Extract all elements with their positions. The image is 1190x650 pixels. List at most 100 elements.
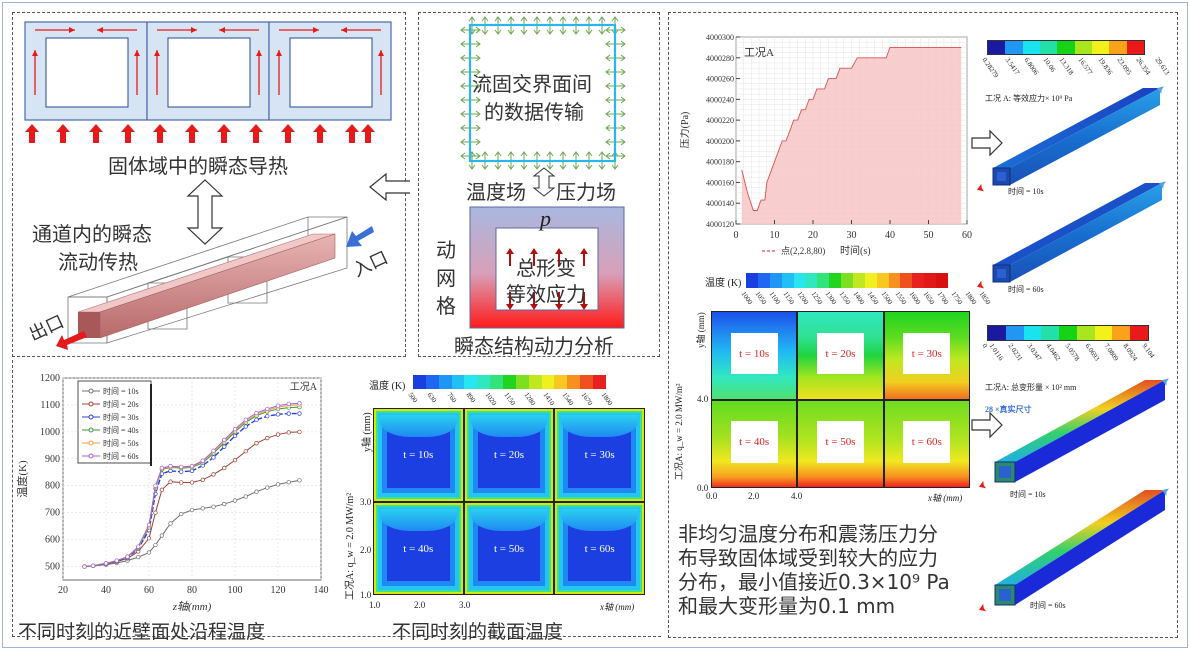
time-label: t = 10s	[730, 332, 778, 375]
cross-temp-cell: t = 50s	[463, 501, 555, 595]
colorbar-swatch	[490, 375, 504, 389]
time-label: t = 20s	[493, 449, 524, 462]
exchange-arrowhead-icon	[559, 151, 567, 157]
colorbar-swatch	[1022, 41, 1040, 54]
tube-temp-colorbar	[746, 273, 948, 288]
cross-temp-cell: t = 20s	[463, 408, 555, 502]
exchange-arrowhead-icon	[520, 16, 528, 22]
panel-fsi	[418, 12, 660, 357]
cross-temp-caption: 不同时刻的截面温度	[392, 621, 564, 643]
data-point	[222, 501, 227, 507]
structure-inner-box	[495, 227, 599, 311]
exchange-arrowhead-icon	[460, 68, 466, 76]
interface-box	[468, 23, 617, 163]
data-point	[189, 480, 195, 485]
tube-temp-cell: t = 60s	[883, 399, 970, 488]
tube-temp-xtick: 4.0	[791, 491, 803, 501]
data-point	[275, 412, 281, 417]
data-point	[265, 485, 270, 490]
data-point	[168, 463, 173, 469]
data-point	[200, 506, 205, 511]
legend-label: 时间 = 60s	[103, 451, 139, 461]
colorbar-swatch	[1057, 41, 1075, 54]
arrowhead-icon	[378, 50, 384, 56]
time-label: t = 20s	[816, 332, 865, 375]
exchange-arrowhead-icon	[481, 16, 489, 22]
legend-label: 时间 = 40s	[103, 425, 139, 435]
exchange-arrowhead-icon	[460, 96, 466, 104]
deform-beam-10s	[979, 378, 1178, 489]
exchange-arrowhead-icon	[507, 164, 515, 170]
data-point	[232, 427, 238, 432]
outlet-arrow-icon	[56, 331, 87, 350]
y-tick-label: 4000140	[706, 199, 734, 208]
heat-flux-arrow-icon	[313, 124, 327, 143]
y-tick-label: 1100	[40, 400, 60, 411]
tube-temp-scale-title: 温度 (K)	[705, 278, 742, 289]
cross-temp-cell: t = 10s	[373, 408, 464, 502]
pressure-symbol: p	[540, 206, 551, 231]
data-point	[297, 401, 302, 406]
colorbar-swatch	[528, 375, 542, 389]
data-point	[146, 550, 152, 555]
data-point	[211, 455, 216, 460]
conclusion-line: 和最大变形量为0.1 mm	[678, 594, 896, 618]
heat-flux-arrow-icon	[25, 124, 39, 143]
tube-temp-cell: t = 10s	[711, 311, 798, 400]
data-point	[265, 414, 270, 419]
structural-analysis-title: 瞬态结构动力分析	[454, 334, 614, 358]
colorbar-swatch	[580, 375, 594, 389]
conclusion-line: 分布，最小值接近0.3×10⁹ Pa	[678, 570, 950, 594]
tube-temp-cell: t = 30s	[883, 311, 970, 400]
cross-temp-ytick: 2.0	[360, 545, 372, 555]
time-label: t = 40s	[403, 542, 434, 555]
x-tick-label: 80	[187, 585, 197, 596]
heat-flux-arrow-icon	[281, 124, 295, 143]
data-point	[222, 465, 227, 471]
exchange-arrowhead-icon	[533, 29, 541, 35]
y-tick-label: 4000160	[706, 178, 734, 187]
exchange-arrowhead-icon	[620, 110, 626, 118]
data-point	[232, 498, 238, 503]
exchange-arrowhead-icon	[546, 164, 554, 170]
y-tick-label: 4000280	[706, 54, 734, 63]
x-tick-label: 60	[962, 230, 972, 241]
exchange-arrowhead-icon	[559, 29, 567, 35]
data-point	[159, 487, 165, 492]
exchange-arrowhead-icon	[605, 96, 611, 104]
exchange-arrowhead-icon	[475, 110, 481, 118]
pressure-area	[741, 47, 962, 225]
colorbar-swatch	[988, 41, 1006, 54]
colorbar-swatch	[1041, 326, 1060, 340]
data-point	[243, 424, 248, 429]
y-tick-label: 4000120	[706, 220, 734, 229]
exchange-arrowhead-icon	[572, 29, 580, 35]
beam-side-face	[1010, 183, 1162, 282]
arrowhead-icon	[256, 50, 262, 56]
exchange-arrowhead-icon	[460, 152, 466, 160]
data-point	[168, 468, 173, 474]
warm-region	[470, 508, 548, 531]
exchange-arrowhead-icon	[468, 16, 476, 22]
cross-section-strip	[24, 21, 392, 121]
exchange-arrowhead-icon	[620, 40, 626, 48]
x-tick-label: 20	[808, 230, 818, 241]
exchange-arrowhead-icon	[507, 151, 515, 157]
colorbar-swatch	[541, 375, 555, 389]
pressure-arrows	[506, 248, 588, 310]
y-tick-label: 4000180	[706, 158, 734, 167]
arrowhead-icon	[191, 27, 197, 33]
data-point	[222, 444, 227, 449]
y-tick-label: 900	[45, 454, 60, 465]
stress-time-10s: 时间 = 10s	[1008, 187, 1044, 196]
colorbar-swatch	[864, 273, 877, 288]
time-label: t = 10s	[403, 449, 434, 462]
exchange-arrowhead-icon	[494, 151, 502, 157]
exchange-arrowhead-icon	[533, 164, 541, 170]
data-point	[153, 542, 158, 548]
data-point	[90, 563, 96, 568]
arrowhead-icon	[341, 27, 347, 33]
data-point	[153, 510, 158, 515]
exchange-arrowhead-icon	[585, 29, 593, 35]
